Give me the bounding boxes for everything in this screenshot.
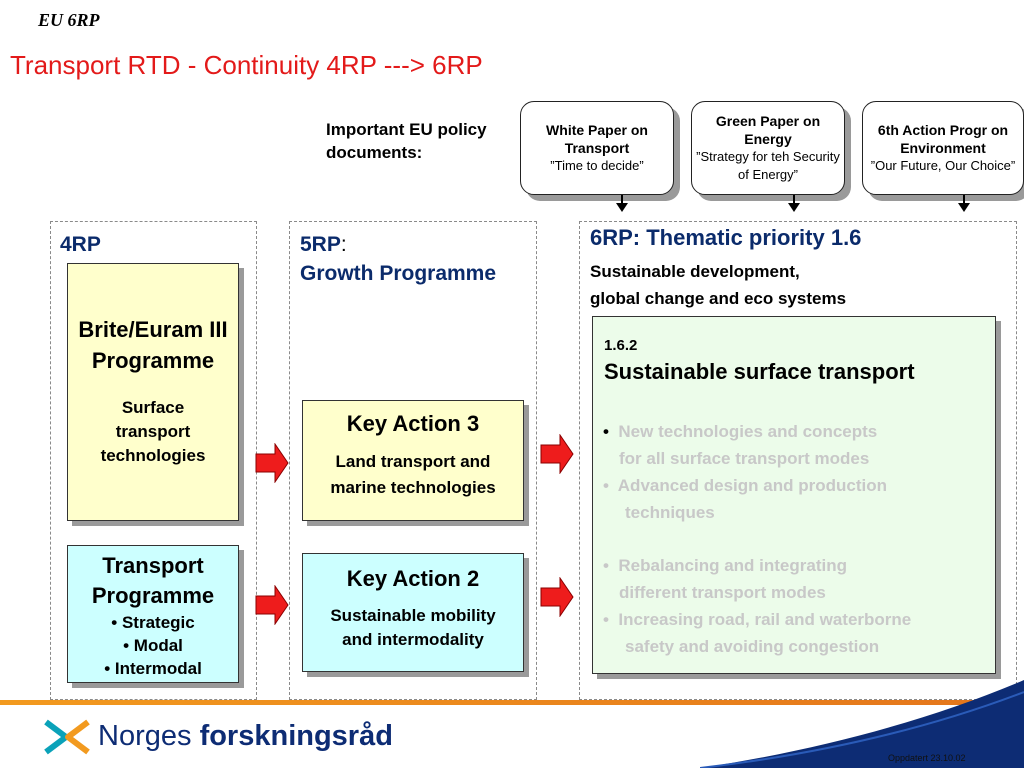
doc-title: 6th Action Progr on Environment [877, 122, 1009, 156]
red-arrow-right-icon [255, 585, 289, 625]
list-item: • Increasing road, rail and waterborne s… [603, 610, 912, 656]
list-item: • Rebalancing and integrating different … [603, 556, 847, 602]
doc-title: White Paper on Transport [546, 122, 648, 156]
doc-green-paper: Green Paper on Energy ”Strategy for teh … [691, 101, 845, 195]
doc-subtitle: ”Time to decide” [550, 158, 644, 173]
norges-logo-icon [44, 719, 90, 755]
doc-title: Green Paper on Energy [715, 113, 821, 147]
brite-euram-box: Brite/Euram III Programme Surface transp… [67, 263, 239, 521]
doc-action-programme: 6th Action Progr on Environment ”Our Fut… [862, 101, 1024, 195]
transport-item: • Strategic [111, 613, 195, 632]
column-title-6rp: 6RP: Thematic priority 1.6 [590, 225, 862, 250]
column-title-5rp: 5RP: Growth Programme [300, 233, 497, 285]
footer-divider [0, 700, 1024, 705]
down-arrow [788, 195, 800, 212]
down-arrow [958, 195, 970, 212]
column-5rp [289, 221, 537, 700]
sustainable-transport-box: 1.6.2 Sustainable surface transport • Ne… [592, 316, 996, 674]
key-action-3-box: Key Action 3 Land transport and marine t… [302, 400, 524, 521]
brite-euram-name: Brite/Euram III Programme [78, 317, 228, 373]
corner-label: EU 6RP [38, 10, 100, 30]
norges-logo-text: Norges forskningsråd [98, 720, 393, 752]
transport-item: • Modal [123, 636, 183, 655]
doc-subtitle: ”Our Future, Our Choice” [870, 158, 1016, 173]
column-title-4rp: 4RP [60, 233, 101, 256]
brite-euram-desc: Surface transport technologies [100, 398, 206, 465]
section-title: Sustainable surface transport [604, 359, 915, 384]
doc-white-paper: White Paper on Transport ”Time to decide… [520, 101, 674, 195]
key-action-2-desc: Sustainable mobility and intermodality [330, 606, 496, 649]
bullet-list: • New technologies and concepts for all … [603, 418, 993, 660]
updated-date: Oppdatert 23.10.02 [888, 753, 966, 763]
red-arrow-right-icon [255, 443, 289, 483]
transport-programme-box: Transport Programme • Strategic • Modal … [67, 545, 239, 683]
transport-programme-name: Transport Programme [91, 553, 215, 608]
footer-swoosh [700, 680, 1024, 768]
key-action-2-box: Key Action 2 Sustainable mobility and in… [302, 553, 524, 672]
list-item: • Advanced design and production techniq… [603, 476, 887, 522]
list-item: • New technologies and concepts for all … [603, 422, 878, 468]
key-action-2-name: Key Action 2 [346, 566, 480, 591]
red-arrow-right-icon [540, 434, 574, 474]
doc-subtitle: ”Strategy for teh Security of Energy” [696, 149, 840, 182]
page-title: Transport RTD - Continuity 4RP ---> 6RP [10, 50, 483, 80]
thematic-subtitle: Sustainable development, global change a… [590, 262, 847, 308]
red-arrow-right-icon [540, 577, 574, 617]
key-action-3-desc: Land transport and marine technologies [330, 452, 496, 497]
column-6rp [579, 221, 1017, 700]
key-action-3-name: Key Action 3 [346, 411, 480, 436]
transport-item: • Intermodal [104, 659, 202, 678]
section-number: 1.6.2 [604, 337, 638, 354]
policy-label: Important EU policy documents: [326, 120, 487, 162]
down-arrow [616, 195, 628, 212]
